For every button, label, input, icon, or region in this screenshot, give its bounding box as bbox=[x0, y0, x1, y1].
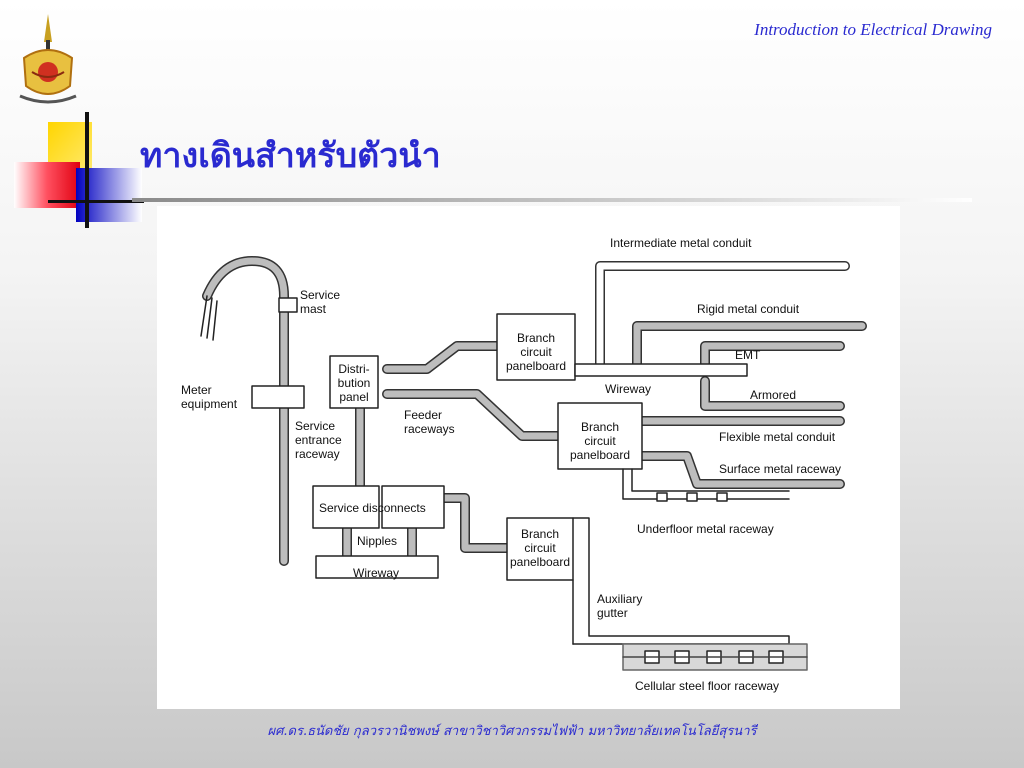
label-emt: EMT bbox=[735, 348, 761, 362]
label-nipples: Nipples bbox=[357, 534, 398, 548]
raceway-drawing bbox=[200, 256, 867, 671]
label-underfloor-metal-raceway: Underfloor metal raceway bbox=[637, 522, 774, 536]
label-rigid-metal-conduit: Rigid metal conduit bbox=[697, 302, 800, 316]
course-title: Introduction to Electrical Drawing bbox=[754, 20, 992, 39]
label-flexible-metal-conduit: Flexible metal conduit bbox=[719, 430, 836, 444]
service-mast-conduit bbox=[202, 256, 289, 566]
university-logo bbox=[19, 14, 77, 104]
footer-author: ผศ.ดร.ธนัดชัย กุลวรวานิชพงษ์ สาขาวิชาวิศ… bbox=[267, 724, 757, 739]
label-cellular-steel-floor-raceway: Cellular steel floor raceway bbox=[635, 679, 780, 693]
label-intermediate-metal-conduit: Intermediate metal conduit bbox=[610, 236, 752, 250]
label-surface-metal-raceway: Surface metal raceway bbox=[719, 462, 842, 476]
label-service-disconnects: Service disconnects bbox=[319, 501, 426, 515]
label-armored: Armored bbox=[750, 388, 797, 402]
disconnect-to-panel3 bbox=[439, 493, 512, 553]
label-wireway-top: Wireway bbox=[605, 382, 652, 396]
raceway-diagram: Intermediate metal conduit Rigid metal c… bbox=[157, 206, 900, 709]
label-wireway-bottom: Wireway bbox=[353, 566, 400, 580]
slide-title: ทางเดินสำหรับตัวนำ bbox=[140, 136, 441, 176]
title-rule bbox=[132, 198, 972, 202]
title-decoration bbox=[14, 112, 144, 228]
